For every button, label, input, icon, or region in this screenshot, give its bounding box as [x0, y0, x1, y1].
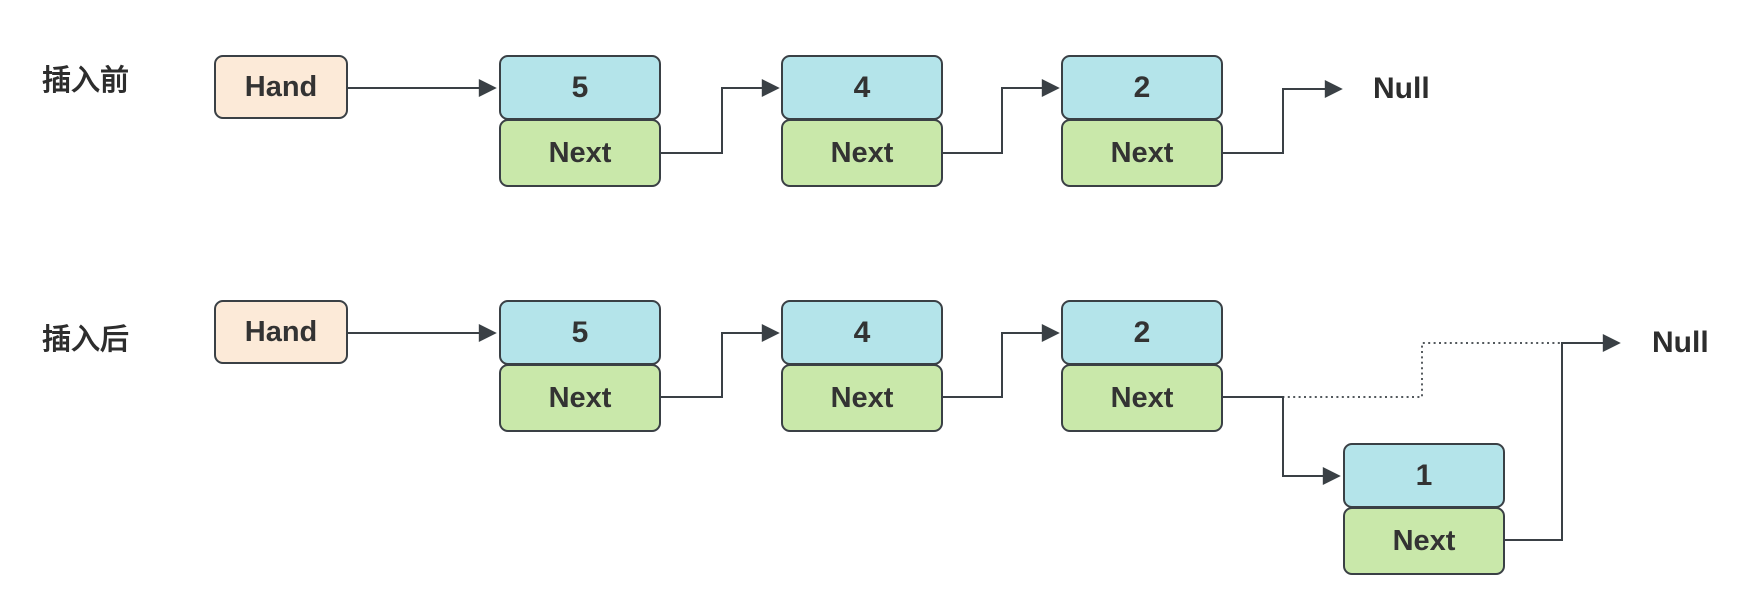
head-label: Hand [244, 315, 318, 348]
node-after-2-value-cell: 2 [1061, 300, 1223, 365]
arrow-node1-to-null-after [1505, 334, 1621, 541]
node-value: 4 [853, 315, 871, 349]
node-value: 2 [1133, 70, 1151, 104]
node-value: 5 [571, 70, 589, 104]
null-label-before: Null [1373, 72, 1430, 105]
node-after-4-next-cell: Next [781, 364, 943, 432]
null-label-after: Null [1652, 326, 1709, 359]
node-before-5-next-cell: Next [499, 119, 661, 187]
next-pointer-label: Next [1110, 381, 1174, 414]
next-pointer-label: Next [548, 381, 612, 414]
dotted-old-link-node2-to-null-after [1223, 342, 1562, 398]
arrow-node4-to-node2-before [943, 79, 1060, 154]
node-value: 4 [853, 70, 871, 104]
node-after-5-next-cell: Next [499, 364, 661, 432]
next-pointer-label: Next [830, 136, 894, 169]
node-after-4-value-cell: 4 [781, 300, 943, 365]
node-before-5-value-cell: 5 [499, 55, 661, 120]
head-box-before: Hand [214, 55, 348, 119]
node-value: 5 [571, 315, 589, 349]
node-inserted-1-value-cell: 1 [1343, 443, 1505, 508]
row-label-before: 插入前 [42, 65, 130, 97]
arrow-node5-to-node4-before [661, 79, 780, 154]
next-pointer-label: Next [830, 381, 894, 414]
node-after-2-next-cell: Next [1061, 364, 1223, 432]
head-box-after: Hand [214, 300, 348, 364]
node-value: 2 [1133, 315, 1151, 349]
row-label-after: 插入后 [42, 324, 130, 356]
arrow-node4-to-node2-after [943, 324, 1060, 398]
arrow-node2-to-null-before [1223, 80, 1343, 154]
next-pointer-label: Next [1392, 524, 1456, 557]
next-pointer-label: Next [1110, 136, 1174, 169]
arrow-node5-to-node4-after [661, 324, 780, 398]
node-value: 1 [1415, 458, 1433, 492]
node-before-4-value-cell: 4 [781, 55, 943, 120]
arrow-node2-to-node1-after [1223, 396, 1341, 485]
next-pointer-label: Next [548, 136, 612, 169]
node-inserted-1-next-cell: Next [1343, 507, 1505, 575]
node-after-5-value-cell: 5 [499, 300, 661, 365]
node-before-4-next-cell: Next [781, 119, 943, 187]
node-before-2-value-cell: 2 [1061, 55, 1223, 120]
head-label: Hand [244, 70, 318, 103]
node-before-2-next-cell: Next [1061, 119, 1223, 187]
